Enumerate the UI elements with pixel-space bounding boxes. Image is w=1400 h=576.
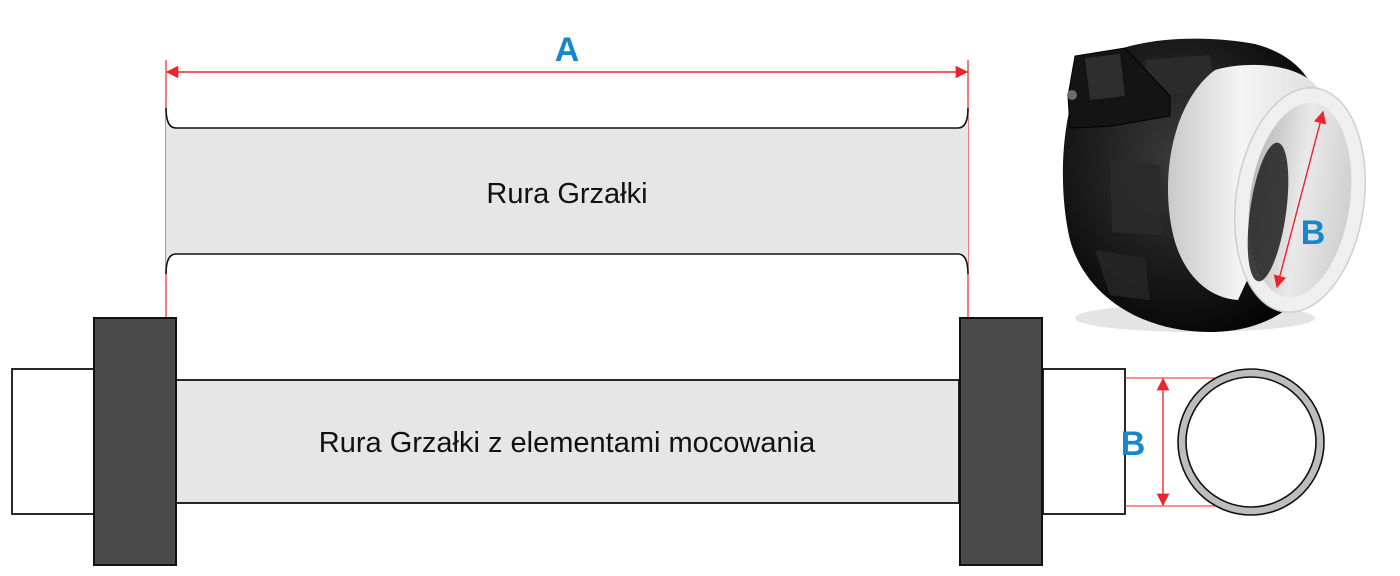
dimension-b-side: B — [1121, 368, 1325, 516]
assembly-tube-label: Rura Grzałki z elementami mocowania — [319, 427, 816, 459]
dimension-b-photo-line — [1273, 110, 1327, 289]
union-fitting-icon: B — [1062, 38, 1367, 332]
left-pipe-stub — [11, 368, 95, 515]
dimension-b-side-label: B — [1121, 425, 1146, 463]
right-pipe-stub — [1042, 368, 1126, 515]
dimension-b-photo-label: B — [1301, 214, 1326, 252]
left-flange — [93, 317, 177, 566]
heater-tube-body — [166, 108, 968, 274]
right-flange — [959, 317, 1043, 566]
heater-tube-label: Rura Grzałki — [486, 178, 647, 210]
dimension-a: A — [165, 31, 969, 342]
pipe-cross-section — [1177, 368, 1325, 516]
dimension-a-label: A — [555, 31, 580, 69]
heater-tube-bottom-edge — [165, 253, 969, 275]
heater-tube-assembly: Rura Grzałki z elementami mocowania — [11, 317, 1126, 566]
heater-tube-top-edge — [165, 107, 969, 129]
heater-tube-section: Rura Grzałki — [165, 107, 969, 275]
